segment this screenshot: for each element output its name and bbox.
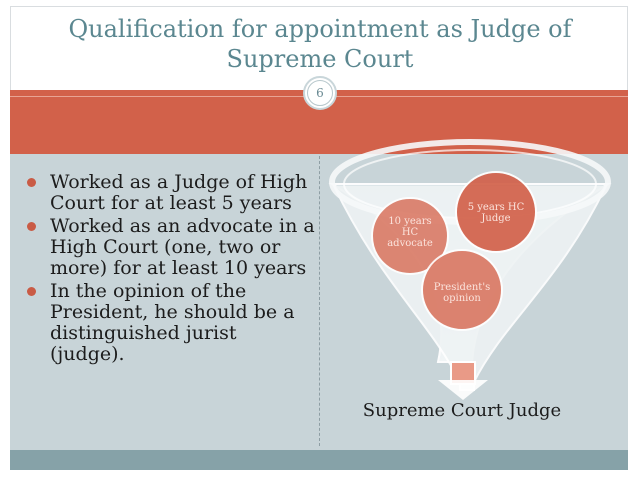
circle-label-hc-judge: 5 years HC Judge — [467, 202, 525, 224]
bullet-dot-icon — [27, 287, 36, 296]
circle-hc-advocate — [371, 197, 449, 275]
bullet-text: In the opinion of the President, he shou… — [50, 280, 295, 365]
slide-number-badge: 6 — [303, 76, 337, 110]
bullet-item: Worked as an advocate in a High Court (o… — [24, 216, 316, 279]
column-divider — [319, 156, 320, 446]
bullet-item: Worked as a Judge of High Court for at l… — [24, 172, 316, 214]
slide-title: Qualification for appointment as Judge o… — [20, 14, 620, 74]
title-line-1: Qualification for appointment as Judge o… — [68, 15, 572, 43]
circle-label-hc-advocate: 10 years HC advocate — [387, 216, 433, 249]
funnel-arrow — [438, 380, 488, 400]
bullet-dot-icon — [27, 178, 36, 187]
funnel-diagram: 10 years HC advocate 5 years HC Judge Pr… — [320, 112, 628, 452]
slide-number: 6 — [307, 80, 333, 106]
diagram-caption: Supreme Court Judge — [362, 400, 562, 421]
bullet-text: Worked as an advocate in a High Court (o… — [50, 215, 315, 279]
bullet-text: Worked as a Judge of High Court for at l… — [50, 171, 308, 214]
bullet-item: In the opinion of the President, he shou… — [24, 281, 316, 365]
footer-bar — [10, 450, 628, 470]
bullet-dot-icon — [27, 222, 36, 231]
funnel-graphic — [328, 139, 612, 400]
circle-label-presidents-opinion: President's opinion — [433, 282, 491, 304]
circle-presidents-opinion — [421, 249, 503, 331]
circle-hc-judge — [455, 171, 537, 253]
bullet-list: Worked as a Judge of High Court for at l… — [24, 172, 316, 367]
title-line-2: Supreme Court — [226, 45, 414, 73]
